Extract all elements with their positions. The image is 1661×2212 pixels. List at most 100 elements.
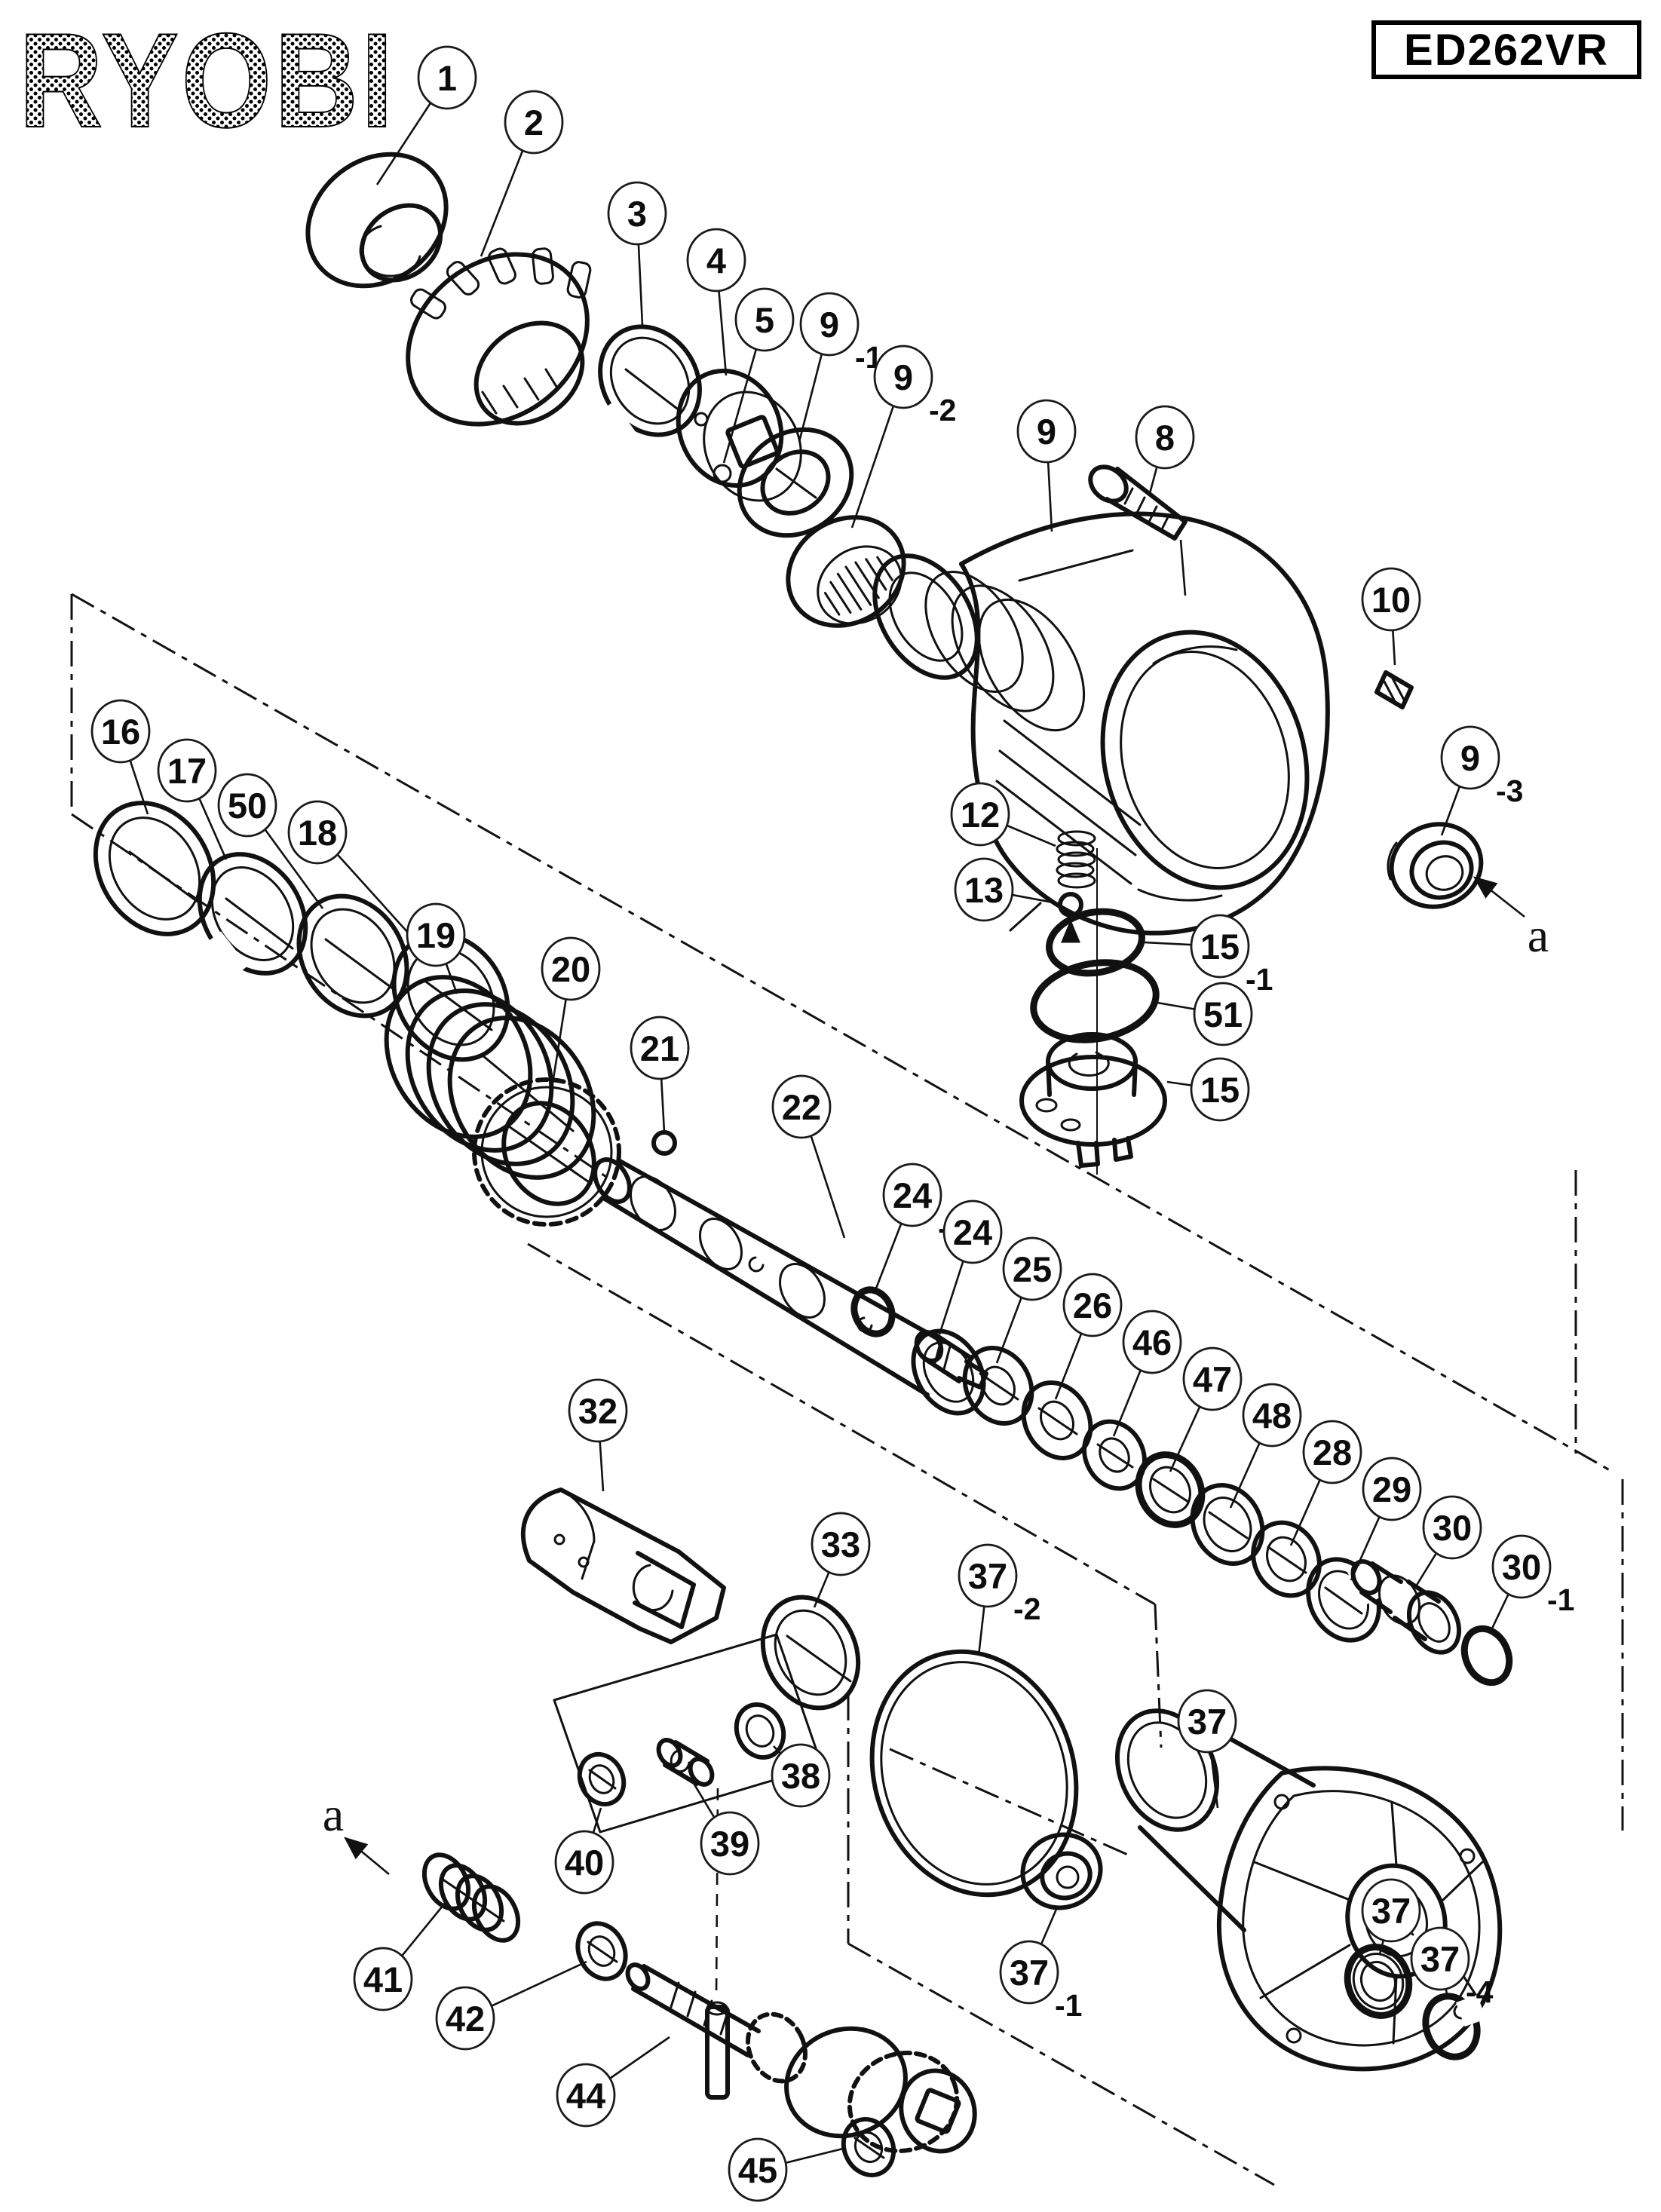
part-gear-cover-37 — [1114, 1708, 1503, 2072]
balloon-number-51: 51 — [1203, 994, 1243, 1034]
balloon-suffix-37-2: -2 — [1013, 1592, 1040, 1626]
part-ball-21 — [651, 1130, 677, 1156]
balloon-number-8: 8 — [1155, 418, 1175, 458]
balloon-26: 26 — [1062, 1273, 1123, 1337]
part-gasket-37-2 — [869, 1649, 1079, 1898]
balloon-number-37-3: 37 — [1371, 1891, 1411, 1931]
part-valve-head-15 — [1019, 1032, 1167, 1168]
balloon-number-30-1: 30 — [1502, 1547, 1541, 1587]
part-washer-46 — [1082, 1419, 1147, 1491]
balloon-number-38: 38 — [781, 1756, 820, 1796]
balloon-number-37-2: 37 — [968, 1556, 1007, 1596]
balloon-38: 38 — [771, 1743, 831, 1808]
part-washer-26 — [1021, 1380, 1093, 1460]
balloon-number-20: 20 — [551, 949, 590, 989]
balloon-18: 18 — [287, 800, 348, 865]
balloon-suffix-37-4: -4 — [1466, 1975, 1494, 2009]
direction-label-a-right: a — [1528, 908, 1549, 962]
balloon-number-1: 1 — [437, 58, 457, 98]
balloon-41: 41 — [353, 1947, 413, 2011]
part-o-ring-51 — [1030, 959, 1160, 1043]
part-front-housing-9 — [872, 511, 1330, 936]
balloon-number-30: 30 — [1433, 1508, 1472, 1548]
balloon-number-12: 12 — [961, 795, 1000, 835]
balloon-5: 5 — [734, 287, 795, 352]
balloon-48: 48 — [1242, 1383, 1302, 1448]
balloon-suffix-9-3: -3 — [1496, 774, 1523, 808]
part-set-screw-10 — [1374, 670, 1414, 709]
brand-logo: RYOBI — [19, 5, 396, 155]
part-ring-40 — [577, 1751, 627, 1807]
part-ring-48 — [1190, 1483, 1265, 1566]
balloon-37-4: 37-4 — [1410, 1926, 1494, 2009]
balloon-4: 4 — [686, 228, 746, 293]
balloon-number-26: 26 — [1073, 1285, 1112, 1325]
balloon-number-24-1: 24 — [893, 1175, 932, 1215]
balloon-number-13: 13 — [964, 870, 1004, 910]
part-ring-37-4 — [1422, 1993, 1486, 2060]
balloon-number-32: 32 — [578, 1391, 618, 1431]
balloon-number-10: 10 — [1371, 580, 1411, 620]
balloon-number-33: 33 — [821, 1524, 860, 1564]
balloon-16: 16 — [90, 699, 151, 764]
balloon-1: 1 — [417, 45, 477, 110]
balloon-number-17: 17 — [167, 751, 207, 791]
balloon-number-4: 4 — [706, 241, 726, 280]
balloon-number-2: 2 — [524, 103, 544, 142]
balloon-number-22: 22 — [782, 1087, 821, 1127]
balloon-33: 33 — [811, 1512, 871, 1576]
balloon-9-3: 9 -3 — [1440, 725, 1523, 808]
balloon-20: 20 — [541, 936, 601, 1001]
direction-arrow-right — [1473, 876, 1525, 918]
direction-arrows — [343, 876, 1525, 1876]
balloon-32: 32 — [568, 1378, 628, 1443]
balloon-suffix-9-2: -2 — [929, 393, 956, 427]
balloon-number-44: 44 — [566, 2076, 605, 2115]
balloon-46: 46 — [1122, 1310, 1182, 1374]
balloon-number-41: 41 — [363, 1959, 403, 1999]
balloon-24: 24 — [942, 1199, 1003, 1264]
balloon-2: 2 — [504, 90, 564, 155]
balloon-number-9-3: 9 — [1460, 738, 1480, 778]
part-seal-37-3 — [1344, 1944, 1413, 2019]
balloon-30-1: 30-1 — [1491, 1534, 1574, 1617]
part-washer-42 — [575, 1921, 628, 1981]
part-washer-45 — [841, 2117, 896, 2177]
balloon-number-37: 37 — [1188, 1702, 1227, 1742]
balloon-8: 8 — [1135, 405, 1195, 470]
balloon-number-3: 3 — [627, 194, 647, 234]
part-needle-sleeve-9-2 — [786, 515, 906, 628]
part-washer-25 — [962, 1346, 1034, 1426]
balloon-number-37-4: 37 — [1420, 1939, 1460, 1979]
part-disc-1 — [305, 152, 449, 289]
balloon-number-15: 15 — [1200, 1070, 1240, 1110]
balloon-9-2: 9-2 — [873, 345, 956, 427]
balloon-37-1: 37-1 — [999, 1940, 1082, 2023]
balloon-40: 40 — [554, 1830, 614, 1895]
balloon-9: 9 — [1016, 399, 1077, 464]
balloon-25: 25 — [1002, 1236, 1062, 1301]
part-spring-41 — [421, 1852, 521, 1943]
part-ball-13 — [1058, 892, 1083, 943]
balloon-number-48: 48 — [1252, 1396, 1292, 1435]
balloon-suffix-15-1: -1 — [1246, 962, 1273, 997]
part-hub-4 — [676, 369, 802, 502]
balloon-39: 39 — [700, 1811, 760, 1876]
balloon-number-37-1: 37 — [1010, 1953, 1049, 1993]
balloon-number-9-1: 9 — [820, 305, 839, 345]
model-number-box: ED262VR — [1371, 20, 1641, 79]
balloon-15: 15 — [1190, 1057, 1250, 1122]
balloon-22: 22 — [771, 1074, 832, 1139]
balloon-12: 12 — [950, 782, 1010, 847]
balloon-number-47: 47 — [1193, 1359, 1232, 1399]
balloon-19: 19 — [406, 902, 466, 967]
balloon-number-16: 16 — [101, 712, 140, 752]
balloon-suffix-37-1: -1 — [1055, 1988, 1082, 2023]
part-ring-47 — [1135, 1451, 1206, 1528]
balloon-suffix-30-1: -1 — [1547, 1582, 1574, 1617]
balloon-number-25: 25 — [1013, 1249, 1052, 1289]
parts-layer — [93, 152, 1513, 2177]
balloon-number-15-1: 15 — [1200, 927, 1240, 967]
balloon-37-2: 37-2 — [958, 1543, 1040, 1626]
